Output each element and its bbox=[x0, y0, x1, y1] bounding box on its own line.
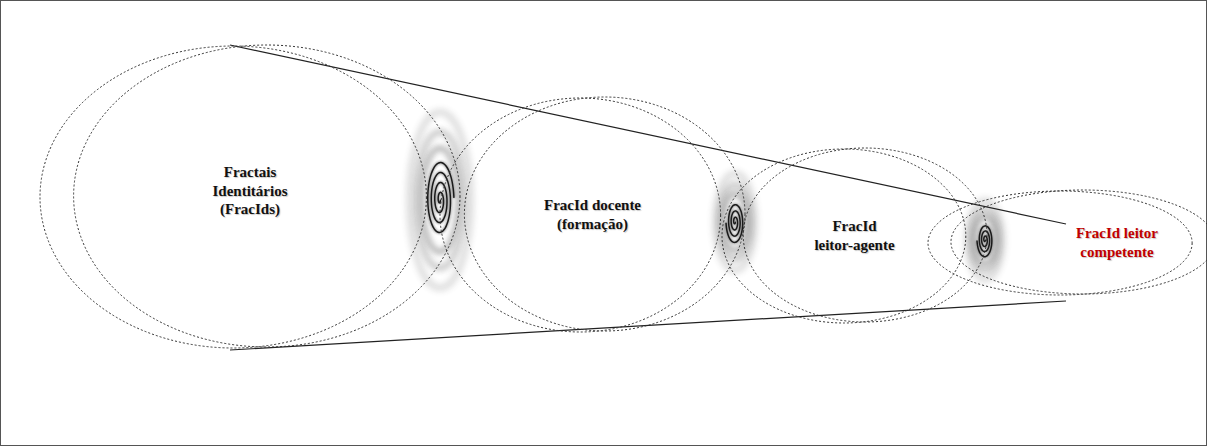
dotted-ellipse bbox=[951, 190, 1207, 294]
dotted-ellipse bbox=[743, 148, 987, 322]
dotted-ellipse bbox=[928, 191, 1192, 295]
identity-ellipse: Fractais Identitários (FracIds) bbox=[40, 45, 460, 349]
dotted-ellipse bbox=[440, 98, 721, 332]
node-label: FracId docente (formação) bbox=[533, 196, 653, 234]
ellipse-outline bbox=[928, 190, 1207, 296]
text-wrap: FracId docente (formação) bbox=[440, 97, 745, 333]
spiral-halo bbox=[416, 132, 464, 268]
dotted-ellipse bbox=[74, 45, 460, 347]
dotted-ellipse bbox=[464, 97, 745, 331]
node-label: FracId leitor-agente bbox=[813, 217, 897, 255]
spiral-halo bbox=[720, 185, 751, 260]
spiral-halo bbox=[967, 200, 1002, 279]
spiral-shadow bbox=[428, 163, 454, 233]
spiral-symbol bbox=[715, 174, 755, 271]
spiral-halo bbox=[971, 209, 998, 270]
identity-ellipse: FracId leitor competente bbox=[928, 190, 1207, 296]
spiral-symbol bbox=[967, 200, 1002, 279]
identity-ellipse: FracId docente (formação) bbox=[440, 97, 745, 333]
dotted-ellipse bbox=[40, 46, 426, 348]
ellipse-outline bbox=[440, 97, 745, 333]
node-label: Fractais Identitários (FracIds) bbox=[200, 163, 300, 219]
spiral-halo bbox=[975, 217, 996, 264]
spiral-halo bbox=[715, 174, 755, 271]
spiral-line bbox=[428, 163, 454, 233]
node-label: FracId leitor competente bbox=[1071, 224, 1163, 262]
cone-line bbox=[230, 45, 1066, 224]
cone-line bbox=[230, 301, 1066, 350]
spiral-group bbox=[409, 112, 1002, 288]
text-wrap: FracId leitor competente bbox=[973, 190, 1207, 296]
spiral-halo bbox=[723, 193, 746, 250]
spiral-shadow bbox=[726, 205, 743, 243]
text-wrap: FracId leitor-agente bbox=[722, 148, 987, 324]
text-wrap: Fractais Identitários (FracIds) bbox=[40, 39, 460, 343]
spiral-line bbox=[726, 205, 743, 243]
spiral-halo bbox=[409, 112, 471, 288]
spiral-symbol bbox=[409, 112, 471, 288]
ellipse-outline bbox=[722, 148, 987, 324]
identity-ellipse: FracId leitor-agente bbox=[722, 148, 987, 324]
